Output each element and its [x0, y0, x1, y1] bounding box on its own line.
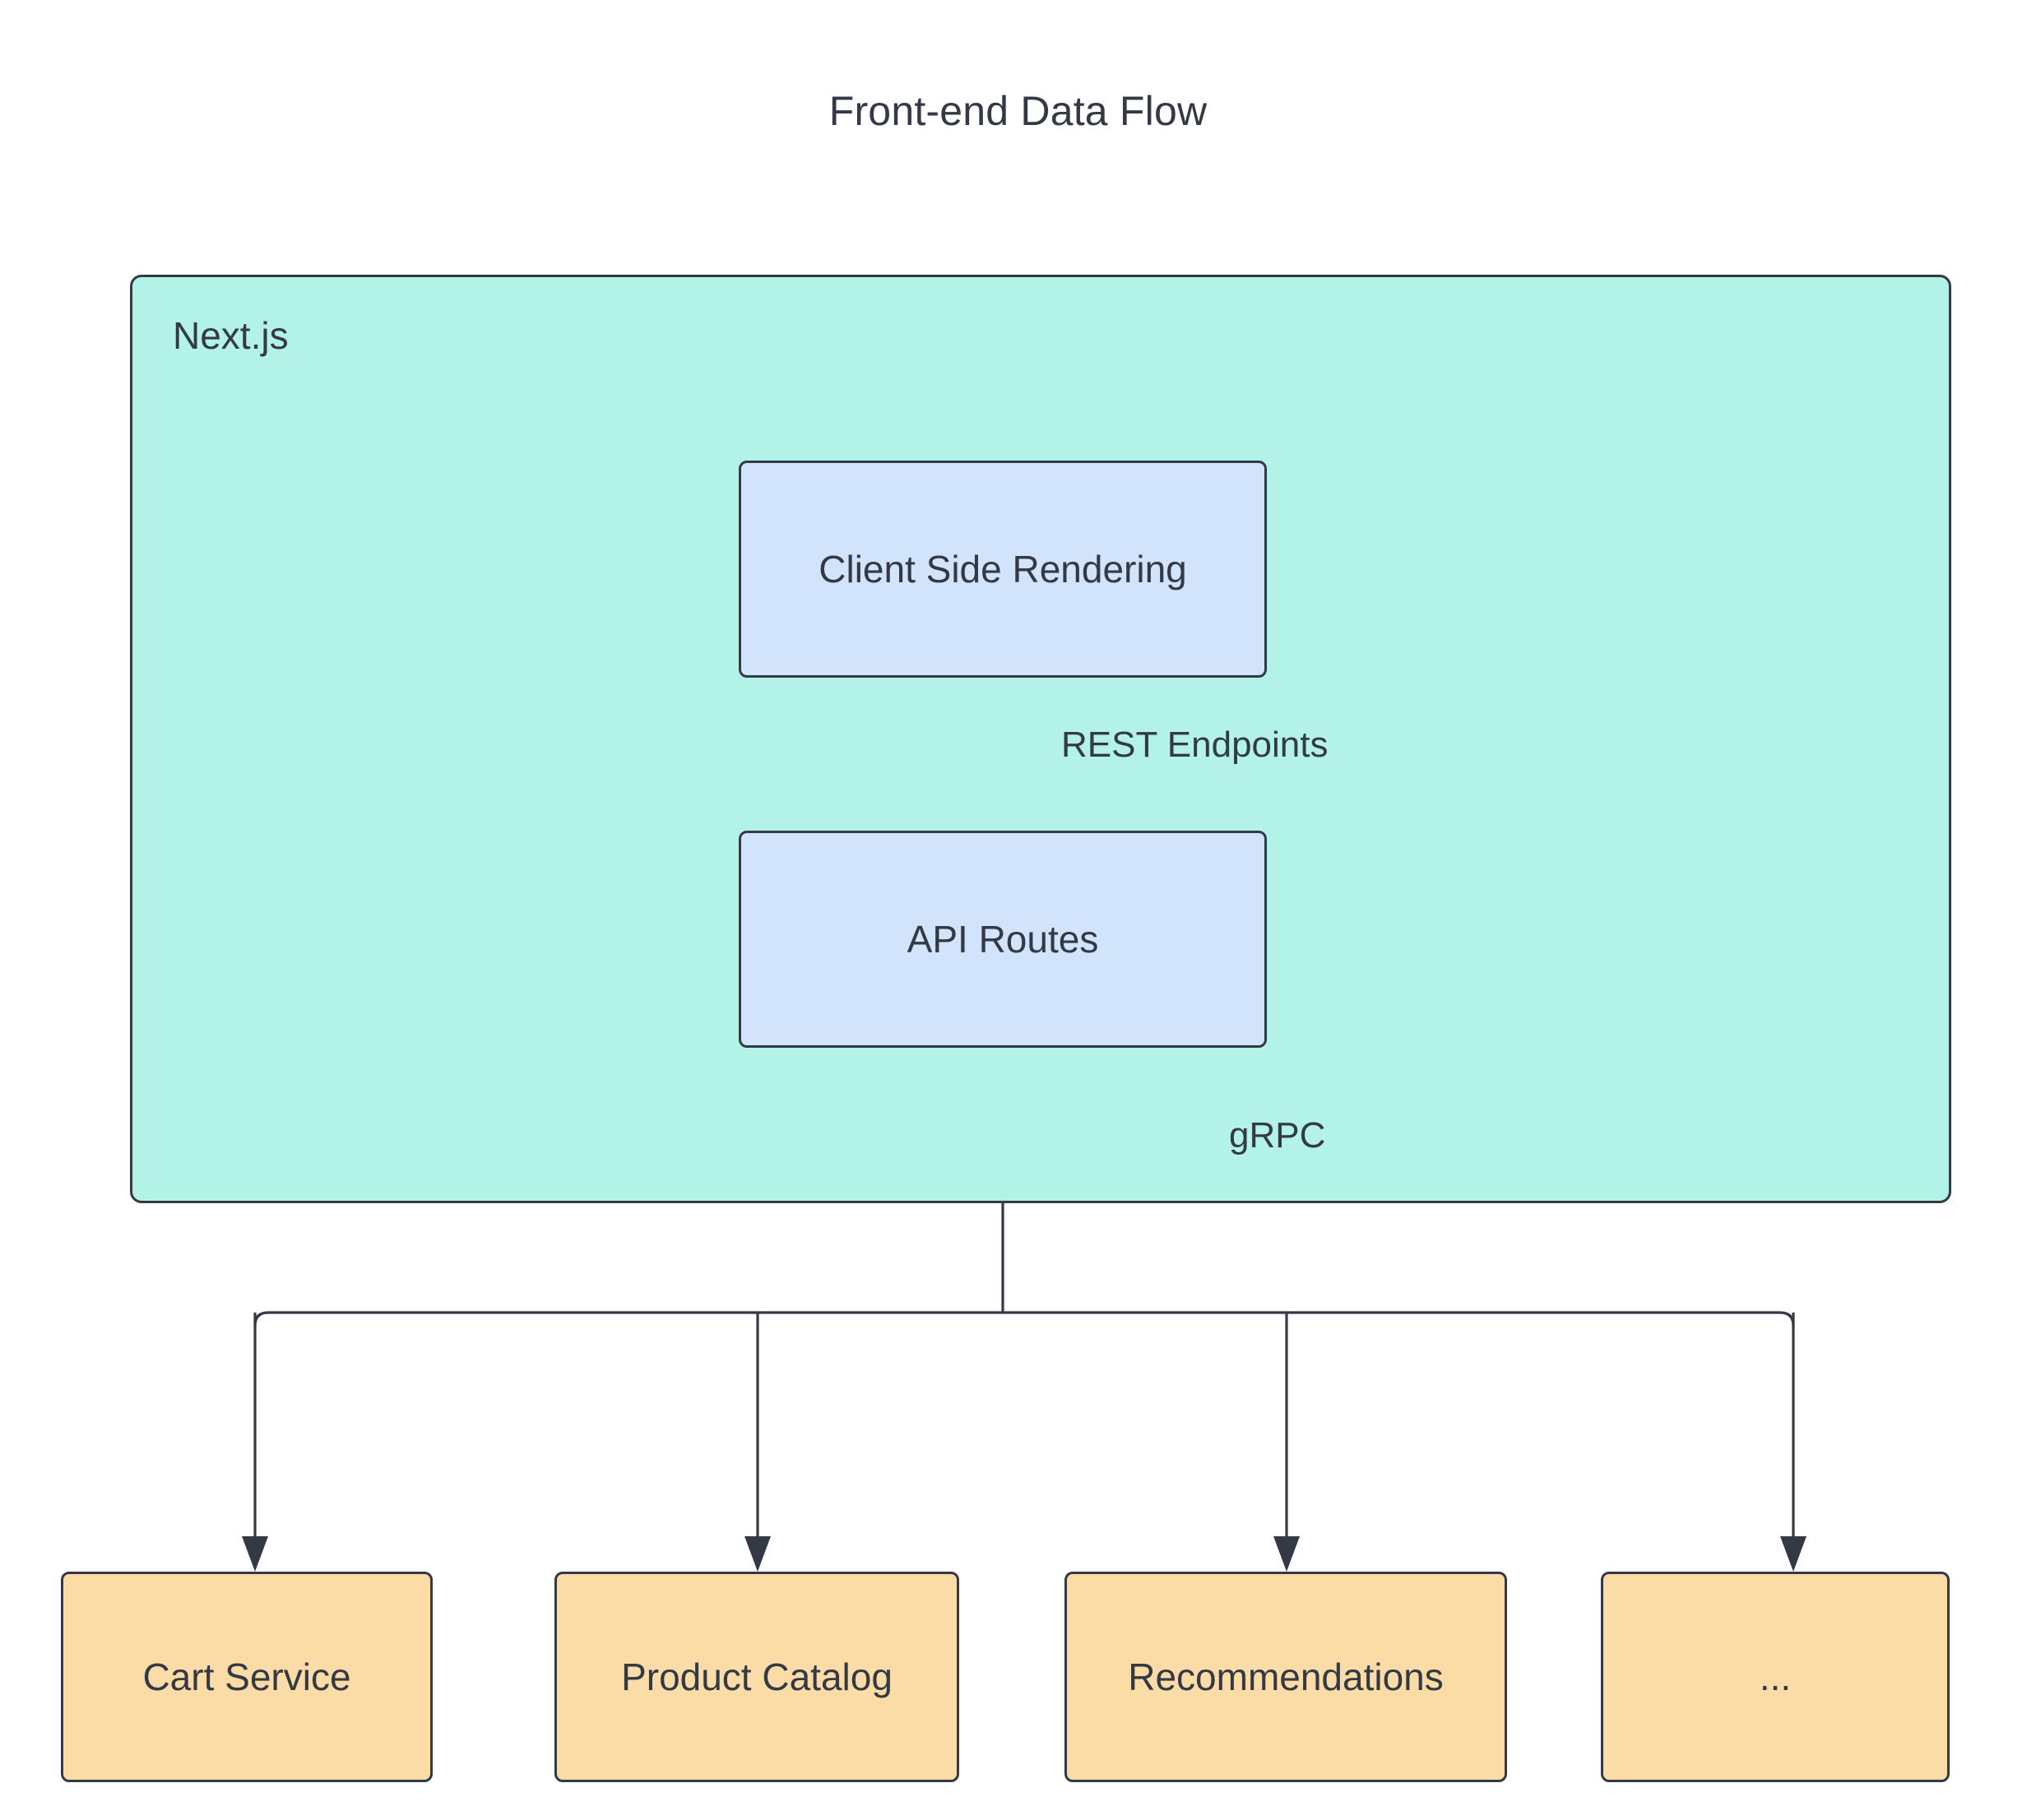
subgraph-nextjs-label: Next.js	[173, 314, 289, 357]
page-title: Front-end Data Flow	[828, 88, 1208, 134]
subgraph-nextjs[interactable]	[130, 275, 1951, 1203]
edge-label-grpc: gRPC	[1229, 1115, 1326, 1155]
edge-distribution-bus	[253, 1311, 1795, 1327]
node-cart-service-label: Cart Service	[142, 1656, 351, 1698]
node-cart-service[interactable]: Cart Service	[61, 1572, 433, 1782]
node-api-routes-label: API Routes	[907, 918, 1099, 961]
node-client-side-rendering-label: Client Side Rendering	[819, 548, 1187, 590]
node-client-side-rendering[interactable]: Client Side Rendering	[739, 461, 1267, 678]
node-recommendations-label: Recommendations	[1128, 1656, 1444, 1698]
edge-api-to-cart	[242, 1313, 268, 1572]
node-product-catalog[interactable]: Product Catalog	[554, 1572, 959, 1782]
edge-api-to-catalog	[744, 1313, 771, 1572]
edge-api-to-recs	[1273, 1313, 1300, 1572]
node-more-services[interactable]: ...	[1601, 1572, 1950, 1782]
node-more-services-label: ...	[1759, 1656, 1792, 1698]
edge-label-rest-endpoints: REST Endpoints	[1061, 725, 1329, 765]
node-recommendations[interactable]: Recommendations	[1064, 1572, 1507, 1782]
node-api-routes[interactable]: API Routes	[739, 831, 1267, 1048]
edge-api-to-more	[1780, 1313, 1806, 1572]
node-product-catalog-label: Product Catalog	[621, 1656, 893, 1698]
